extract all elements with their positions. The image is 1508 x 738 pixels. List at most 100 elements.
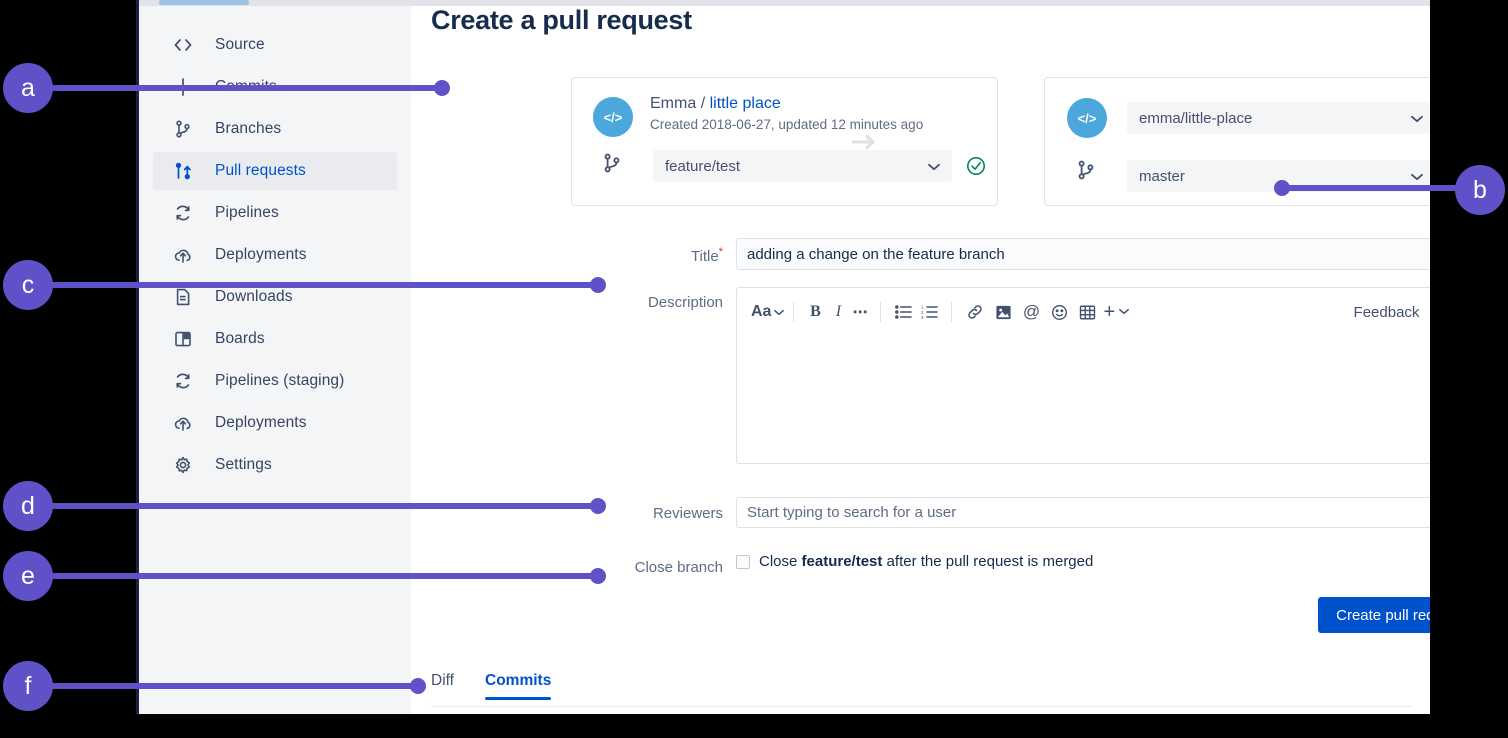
destination-repo-select[interactable]: emma/little-place (1127, 102, 1430, 134)
source-repo-link[interactable]: little place (709, 95, 781, 112)
direction-arrow-icon (851, 134, 879, 150)
sidebar-item-boards[interactable]: Boards (153, 320, 397, 358)
image-icon[interactable] (989, 304, 1017, 321)
close-branch-branch-name: feature/test (801, 553, 883, 570)
emoji-icon[interactable] (1045, 304, 1073, 321)
italic-icon[interactable]: I (835, 303, 842, 320)
callout-badge-e: e (3, 551, 53, 601)
reviewers-input[interactable]: Start typing to search for a user (736, 497, 1430, 528)
chevron-down-icon (1411, 111, 1423, 126)
sidebar-item-settings[interactable]: Settings (153, 446, 397, 484)
branch-icon (601, 152, 623, 174)
callout-badge-b: b (1455, 165, 1505, 215)
sidebar-nav: Source Commits Branches (139, 22, 411, 488)
callout-badge-f: f (3, 661, 53, 711)
svg-text:1: 1 (921, 305, 924, 310)
source-branch-select[interactable]: feature/test (653, 150, 952, 182)
close-branch-text-after: after the pull request is merged (882, 553, 1094, 570)
pipelines-icon (171, 369, 195, 393)
close-branch-checkbox[interactable] (736, 554, 750, 569)
tab-diff[interactable]: Diff (431, 672, 454, 689)
source-repo-separator: / (700, 95, 706, 112)
callout-badge-d: d (3, 481, 53, 531)
callout-dot-d (590, 498, 606, 514)
callout-badge-c: c (3, 260, 53, 310)
sidebar-item-source[interactable]: Source (153, 26, 397, 64)
repository-avatar: </> (593, 97, 633, 137)
source-repo-name: Emma / little place (650, 95, 781, 113)
gear-icon (171, 453, 195, 477)
more-formatting-icon[interactable]: ⋯ (852, 304, 869, 321)
chevron-down-icon (1411, 169, 1423, 184)
sidebar-item-branches[interactable]: Branches (153, 110, 397, 148)
sidebar-item-label: Source (215, 36, 265, 53)
sidebar-item-label: Settings (215, 456, 272, 473)
callout-line-b (1286, 185, 1461, 191)
sidebar-item-pipelines[interactable]: Pipelines (153, 194, 397, 232)
tabs-divider (431, 706, 1413, 707)
sidebar-item-label: Pipelines (staging) (215, 372, 345, 389)
destination-branch-value: master (1139, 167, 1185, 185)
sidebar-item-downloads[interactable]: Downloads (153, 278, 397, 316)
description-label: Description (647, 294, 723, 311)
sidebar-item-label: Boards (215, 330, 265, 347)
page-title: Create a pull request (431, 6, 692, 35)
sidebar-item-label: Branches (215, 120, 282, 137)
feedback-link[interactable]: Feedback (1353, 303, 1420, 321)
pipelines-icon (171, 201, 195, 225)
destination-branch-panel: </> emma/little-place master (1044, 77, 1430, 206)
close-branch-row: Close feature/test after the pull reques… (736, 553, 1093, 570)
callout-line-c (52, 282, 600, 288)
chevron-down-icon (928, 159, 940, 174)
toolbar-divider (793, 302, 795, 322)
source-branch-panel: </> Emma / little place Created 2018-06-… (571, 77, 998, 206)
destination-repo-value: emma/little-place (1139, 109, 1253, 127)
title-input-value: adding a change on the feature branch (747, 245, 1005, 263)
required-mark: * (718, 246, 723, 258)
table-icon[interactable] (1073, 304, 1101, 321)
branch-icon (171, 117, 195, 141)
downloads-icon (171, 285, 195, 309)
callout-line-e (52, 573, 600, 579)
insert-more-icon[interactable]: + (1103, 300, 1130, 324)
sidebar-item-pipelines-staging[interactable]: Pipelines (staging) (153, 362, 397, 400)
deployments-icon (171, 411, 195, 435)
reviewers-placeholder: Start typing to search for a user (747, 504, 957, 521)
bullet-list-icon[interactable] (890, 305, 916, 319)
callout-line-a (52, 85, 442, 91)
insert-plus-label: + (1103, 300, 1116, 323)
sidebar-skeleton-bar (159, 0, 249, 5)
sidebar-item-label: Pull requests (215, 162, 306, 179)
callout-dot-c (590, 277, 606, 293)
callout-line-d (52, 503, 600, 509)
callout-line-f (52, 683, 418, 689)
title-input[interactable]: adding a change on the feature branch (736, 238, 1430, 270)
create-pull-request-button[interactable]: Create pull request (1318, 597, 1430, 633)
sidebar-item-label: Downloads (215, 288, 293, 305)
tab-commits[interactable]: Commits (485, 672, 552, 700)
main-content: Create a pull request </> Emma / little … (411, 6, 1430, 714)
branch-icon (1075, 159, 1097, 181)
callout-dot-f (410, 678, 426, 694)
deployments-icon (171, 243, 195, 267)
code-icon (171, 33, 195, 57)
bottom-tabs: Diff Commits (431, 672, 1413, 714)
sidebar-item-label: Deployments (215, 414, 307, 431)
repository-avatar: </> (1067, 98, 1107, 138)
sidebar-item-deployments[interactable]: Deployments (153, 236, 397, 274)
bold-icon[interactable]: B (810, 303, 821, 320)
toolbar-divider (951, 302, 953, 322)
link-icon[interactable] (961, 303, 989, 321)
sidebar-item-label: Pipelines (215, 204, 279, 221)
mention-icon[interactable]: @ (1022, 302, 1041, 321)
sidebar-item-deployments-2[interactable]: Deployments (153, 404, 397, 442)
svg-text:3: 3 (921, 315, 924, 319)
text-style-label: Aa (751, 303, 772, 320)
text-style-icon[interactable]: Aa (751, 303, 785, 321)
sidebar-item-pull-requests[interactable]: Pull requests (153, 152, 397, 190)
reviewers-label: Reviewers (652, 505, 723, 522)
